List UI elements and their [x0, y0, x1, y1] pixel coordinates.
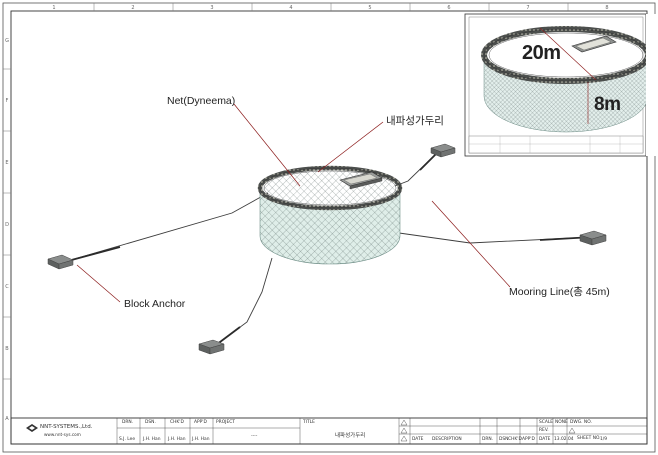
header-date-rev: DATE — [539, 437, 551, 442]
header-appd: APP'D — [194, 420, 207, 425]
zone-row-B: B — [5, 346, 9, 352]
zone-col-5: 5 — [368, 5, 371, 11]
callout-block-anchor: Block Anchor — [124, 298, 186, 310]
block-anchor-left — [47, 254, 74, 270]
header-chkd-rev: CHK'D — [508, 437, 522, 442]
company-logo — [26, 424, 38, 432]
zone-col-3: 3 — [210, 5, 213, 11]
title-block — [10, 417, 648, 445]
zone-row-G: G — [5, 38, 9, 44]
inset-depth-label: 8m — [594, 94, 621, 115]
value-scale: NONE — [555, 420, 568, 425]
zone-col-2: 2 — [131, 5, 134, 11]
header-chkd: CHK'D — [170, 420, 184, 425]
callout-korean-name: 내파성가두리 — [386, 115, 444, 127]
block-anchor-right — [579, 230, 607, 246]
value-project: ---- — [251, 434, 258, 439]
inset-diameter-label: 20m — [522, 42, 561, 64]
value-sheet: 1/9 — [600, 437, 608, 442]
net-cage — [257, 165, 403, 265]
header-appd-rev: APP'D — [522, 437, 535, 442]
header-rev: REV. — [539, 428, 549, 433]
header-dwg-no: DWG. NO. — [570, 420, 592, 425]
header-drn: DRN. — [122, 420, 134, 425]
block-anchor-top — [430, 143, 456, 158]
header-drn-rev: DRN. — [482, 437, 494, 442]
zone-col-4: 4 — [289, 5, 292, 11]
zone-row-D: D — [5, 222, 9, 228]
zone-row-C: C — [5, 284, 9, 290]
header-date: DATE — [412, 437, 424, 442]
value-drn: S.J. Lee — [119, 437, 136, 442]
header-dsn-rev: DSN. — [499, 437, 510, 442]
header-scale: SCALE — [539, 420, 554, 425]
value-chkd: J.H. Han — [168, 437, 186, 442]
leader-mooring — [431, 200, 511, 288]
value-appd: J.H. Han — [192, 437, 210, 442]
zone-row-A: A — [5, 416, 9, 422]
company-website: www.nnt-sys.com — [44, 432, 81, 437]
revision-triangles — [400, 419, 576, 442]
walkway-platform — [339, 171, 383, 190]
leader-anchor — [76, 264, 121, 303]
zone-col-7: 7 — [526, 5, 529, 11]
callout-mooring-line: Mooring Line(총 45m) — [509, 286, 610, 298]
zone-row-E: E — [5, 160, 8, 166]
block-anchors — [47, 143, 607, 355]
zone-ticks — [3, 3, 569, 380]
zone-row-F: F — [6, 98, 9, 104]
zone-col-8: 8 — [605, 5, 608, 11]
leader-korean-name — [317, 121, 384, 173]
zone-col-6: 6 — [447, 5, 450, 11]
header-title: TITLE — [303, 420, 315, 425]
value-date: 13.02.04 — [554, 437, 574, 442]
company-name: NNT-SYSTEMS.,Ltd. — [40, 424, 93, 430]
header-sheet-no: SHEET NO. — [577, 436, 601, 441]
value-title: 내파성가두리 — [335, 433, 366, 439]
block-anchor-bottom — [198, 339, 225, 355]
callout-net: Net(Dyneema) — [167, 95, 236, 107]
header-project: PROJECT — [216, 420, 235, 425]
zone-labels: 1 2 3 4 5 6 7 8 G F E D C B A — [5, 5, 609, 422]
inset-render — [464, 13, 658, 157]
header-description: DESCRIPTION — [432, 437, 462, 442]
leader-lines — [76, 103, 511, 303]
leader-net — [233, 103, 301, 187]
zone-col-1: 1 — [52, 5, 55, 11]
header-dsn: DSN. — [145, 420, 156, 425]
value-dsn: J.H. Han — [143, 437, 161, 442]
